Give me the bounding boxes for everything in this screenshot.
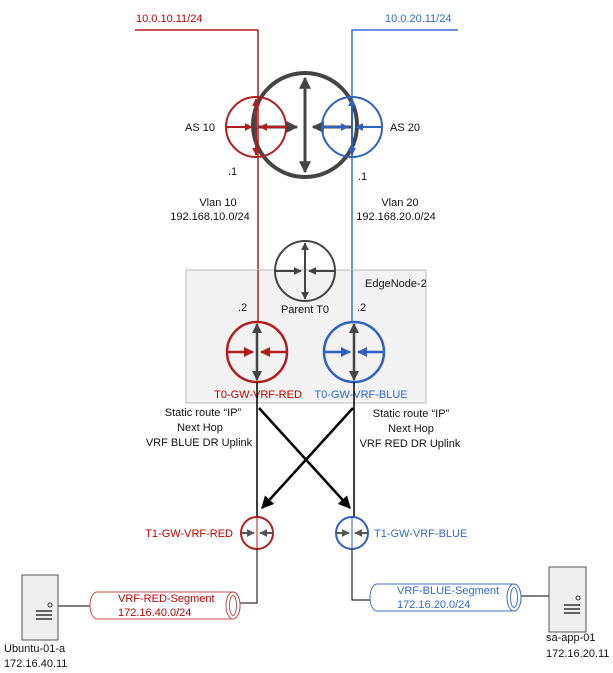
t0-red-label: T0-GW-VRF-RED	[214, 389, 302, 401]
blue-uplink-line	[351, 29, 458, 322]
t0-blue-host: .2	[357, 302, 366, 314]
cross-route-arrow-2	[261, 407, 354, 509]
t1-blue-router-icon	[335, 516, 369, 550]
cross-route-arrow-1	[258, 407, 351, 509]
as20-host: .1	[358, 171, 367, 183]
server-icon-right	[548, 566, 587, 633]
t0-blue-label: T0-GW-VRF-BLUE	[314, 389, 407, 401]
blue-segment-icon	[369, 583, 522, 612]
vlan10-subnet: 192.168.10.0/24	[170, 211, 250, 223]
t1-blue-label: T1-GW-VRF-BLUE	[374, 528, 467, 540]
blue-segment-subnet: 172.16.20.0/24	[397, 599, 470, 611]
t1-red-label: T1-GW-VRF-RED	[145, 528, 233, 540]
red-segment-icon	[89, 591, 241, 620]
right-host-ip: 172.16.20.11	[546, 648, 609, 660]
vlan20-subnet: 192.168.20.0/24	[356, 211, 436, 223]
svg-text:VRF BLUE DR Uplink: VRF BLUE DR Uplink	[146, 437, 253, 449]
left-host-ip: 172.16.40.11	[4, 658, 67, 670]
svg-text:VRF RED DR Uplink: VRF RED DR Uplink	[360, 438, 461, 450]
red-segment-name: VRF-RED-Segment	[118, 593, 215, 605]
as10-router-icon	[225, 96, 287, 158]
static-route-right: Static route “IP” Next Hop VRF RED DR Up…	[360, 408, 461, 450]
svg-text:Static route “IP”: Static route “IP”	[373, 408, 450, 420]
blue-uplink-ip: 10.0.20.11/24	[385, 13, 451, 25]
t0-red-router-icon	[225, 320, 289, 384]
as20-label: AS 20	[390, 122, 420, 134]
vlan10-name: Vlan 10	[199, 197, 236, 209]
red-segment-subnet: 172.16.40.0/24	[118, 607, 191, 619]
t0-red-host: .2	[238, 302, 247, 314]
t0-blue-router-icon	[322, 320, 386, 384]
as20-router-icon	[321, 96, 383, 158]
parent-t0-label: Parent T0	[281, 304, 329, 316]
parent-t0-router-icon	[274, 240, 336, 302]
core-router-icon	[251, 71, 359, 179]
blue-segment-name: VRF-BLUE-Segment	[397, 585, 499, 597]
right-host-name: sa-app-01	[546, 632, 596, 644]
svg-text:Next Hop: Next Hop	[177, 422, 223, 434]
as10-label: AS 10	[185, 122, 215, 134]
as10-host: .1	[228, 166, 237, 178]
server-icon-left	[21, 574, 59, 641]
static-route-left: Static route “IP” Next Hop VRF BLUE DR U…	[146, 407, 253, 449]
red-uplink-ip: 10.0.10.11/24	[136, 13, 202, 25]
edge-node-label: EdgeNode-2	[365, 278, 427, 290]
red-uplink-line	[135, 29, 259, 322]
left-host-name: Ubuntu-01-a	[4, 643, 66, 655]
svg-text:Static route “IP”: Static route “IP”	[165, 407, 242, 419]
svg-text:Next Hop: Next Hop	[388, 423, 434, 435]
vlan20-name: Vlan 20	[381, 197, 418, 209]
t1-red-router-icon	[240, 516, 274, 550]
